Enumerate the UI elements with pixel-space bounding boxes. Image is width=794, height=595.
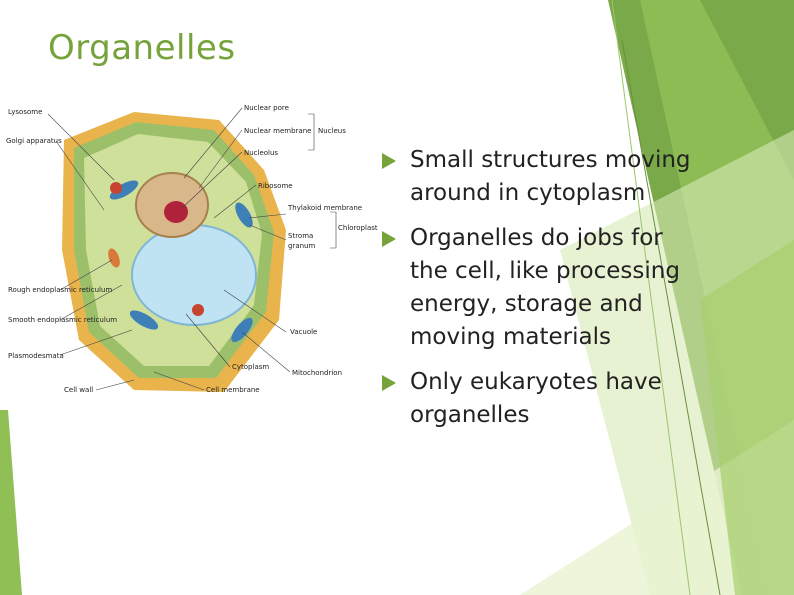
cell-illustration <box>62 112 286 392</box>
label-plasmodesmata: Plasmodesmata <box>8 352 64 360</box>
label-thylakoid: Thylakoid membrane <box>287 204 362 212</box>
bullet-item: Small structures moving around in cytopl… <box>380 144 700 210</box>
label-lysosome: Lysosome <box>8 108 42 116</box>
leader-line <box>55 140 105 211</box>
leader-line <box>249 224 287 241</box>
bullet-arrow-icon <box>382 231 396 247</box>
leader-line <box>59 284 123 321</box>
leader-line <box>223 289 287 333</box>
bullet-text: Only eukaryotes have organelles <box>410 369 662 428</box>
leader-line <box>248 213 287 219</box>
label-smooth-er: Smooth endoplasmic reticulum <box>8 316 117 324</box>
leader-line <box>95 379 135 391</box>
leader-line <box>241 331 291 373</box>
label-nucleus: Nucleus <box>318 127 346 135</box>
plant-cell-diagram: Lysosome Golgi apparatus Nuclear pore Nu… <box>6 104 378 394</box>
bullet-text: Organelles do jobs for the cell, like pr… <box>410 225 680 350</box>
leader-line <box>181 151 243 209</box>
label-golgi: Golgi apparatus <box>6 137 62 145</box>
label-cell-wall: Cell wall <box>64 386 93 394</box>
chloroplast-bracket <box>330 211 337 249</box>
deco-shape-accent <box>700 240 794 595</box>
bullet-item: Organelles do jobs for the cell, like pr… <box>380 222 700 354</box>
nucleus-bracket <box>308 113 315 151</box>
chloroplast-shape <box>235 202 253 228</box>
label-cell-membrane: Cell membrane <box>206 386 260 394</box>
label-nuclear-membrane: Nuclear membrane <box>244 127 311 135</box>
chloroplast-shape <box>231 317 253 343</box>
label-nuclear-pore: Nuclear pore <box>244 104 289 112</box>
deco-line <box>621 39 721 595</box>
leader-line <box>59 329 133 356</box>
leader-line <box>185 313 231 368</box>
bullet-list: Small structures moving around in cytopl… <box>380 144 700 444</box>
label-ribosome: Ribosome <box>258 182 293 190</box>
label-vacuole: Vacuole <box>290 328 317 336</box>
leader-line <box>198 129 243 189</box>
bullet-item: Only eukaryotes have organelles <box>380 366 700 432</box>
label-rough-er: Rough endoplasmic reticulum <box>8 286 112 294</box>
label-stroma: Stroma <box>288 232 313 240</box>
leader-line <box>153 371 205 391</box>
label-leader-lines <box>47 107 337 391</box>
label-nucleolus: Nucleolus <box>244 149 278 157</box>
chloroplast-shape <box>109 180 139 200</box>
label-granum: granum <box>288 242 315 250</box>
deco-line <box>611 0 691 595</box>
lysosome-shape <box>110 182 122 194</box>
label-chloroplast: Chloroplast <box>338 224 378 232</box>
deco-shape-left <box>0 410 22 595</box>
lysosome-shape <box>192 304 204 316</box>
bullet-text: Small structures moving around in cytopl… <box>410 147 691 206</box>
chloroplast-shape <box>129 310 159 330</box>
slide-title: Organelles <box>48 28 236 68</box>
nucleolus-shape <box>164 201 188 223</box>
bullet-arrow-icon <box>382 153 396 169</box>
label-mitochondrion: Mitochondrion <box>292 369 342 377</box>
bullet-arrow-icon <box>382 375 396 391</box>
leader-line <box>213 184 257 219</box>
leader-line <box>59 259 113 291</box>
label-cytoplasm: Cytoplasm <box>232 363 269 371</box>
leader-line <box>183 107 243 179</box>
mitochondrion-shape <box>108 248 120 268</box>
leader-line <box>47 113 115 181</box>
